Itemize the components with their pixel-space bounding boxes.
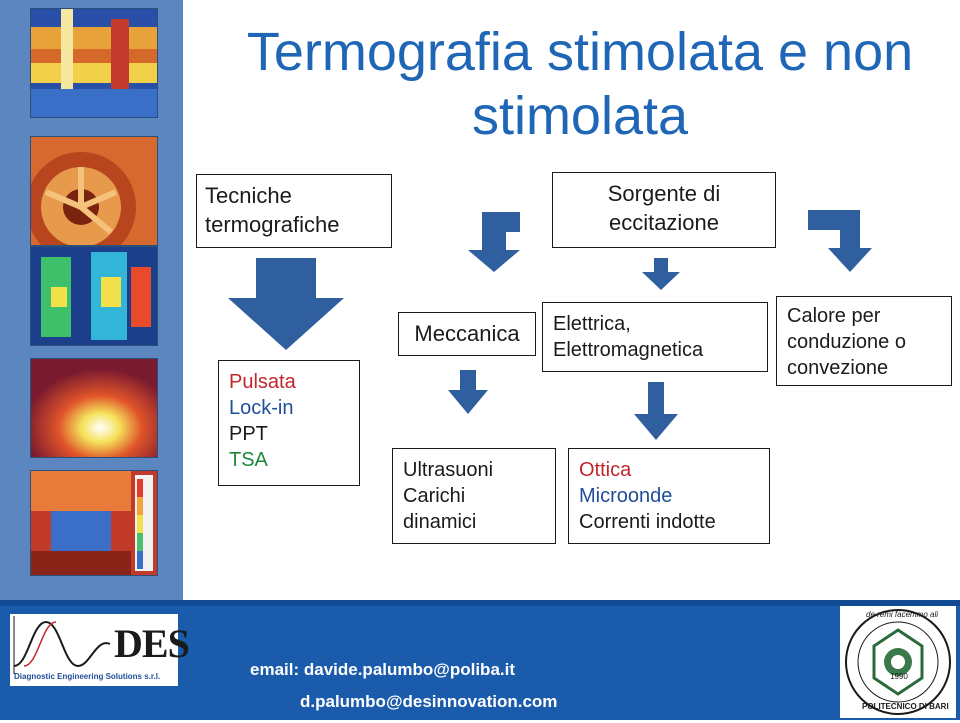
politecnico-seal: de remi facemmo ali 1990 POLITECNICO DI …	[840, 606, 956, 718]
thermal-image-glow	[30, 358, 158, 458]
box-meccanica: Meccanica	[398, 312, 536, 356]
des-logo-tagline: Diagnostic Engineering Solutions s.r.l.	[14, 672, 161, 681]
box-tecniche-list: Pulsata Lock-in PPT TSA	[218, 360, 360, 486]
box-elettrica-list: Ottica Microonde Correnti indotte	[568, 448, 770, 544]
arrow-bent-right-icon	[808, 210, 872, 272]
arrow-down-center-icon	[642, 258, 680, 290]
arrow-down-meccanica-icon	[448, 370, 488, 414]
seal-year: 1990	[890, 672, 908, 681]
arrow-down-large-icon	[228, 258, 344, 350]
box-meccanica-list: Ultrasuoni Carichi dinamici	[392, 448, 556, 544]
thermal-image-blades	[30, 246, 158, 346]
box-calore: Calore per conduzione o convezione	[776, 296, 952, 386]
box-sorgente-eccitazione: Sorgente di eccitazione	[552, 172, 776, 248]
des-wave-icon	[13, 616, 111, 674]
thermal-image-turbine	[30, 8, 158, 118]
des-logo: DES Diagnostic Engineering Solutions s.r…	[10, 614, 190, 686]
seal-institution: POLITECNICO DI BARI	[862, 702, 949, 711]
footer-top-stripe	[0, 600, 960, 606]
thermal-image-machine	[30, 470, 158, 576]
slide-title: Termografia stimolata e non stimolata	[246, 22, 914, 146]
box-elettrica: Elettrica, Elettromagnetica	[542, 302, 768, 372]
email-poliba[interactable]: email: davide.palumbo@poliba.it	[250, 660, 516, 679]
box-tecniche-termografiche: Tecniche termografiche	[196, 174, 392, 248]
thermal-image-gear	[30, 136, 158, 246]
des-logo-text: DES	[114, 621, 190, 666]
arrow-bent-left-icon	[468, 212, 520, 272]
flow-arrows	[228, 210, 872, 440]
arrow-down-elettrica-icon	[634, 382, 678, 440]
left-sidebar	[0, 0, 183, 600]
email-desinnovation[interactable]: d.palumbo@desinnovation.com	[300, 692, 558, 711]
seal-motto: de remi facemmo ali	[866, 610, 939, 619]
seal-icon	[845, 609, 951, 715]
